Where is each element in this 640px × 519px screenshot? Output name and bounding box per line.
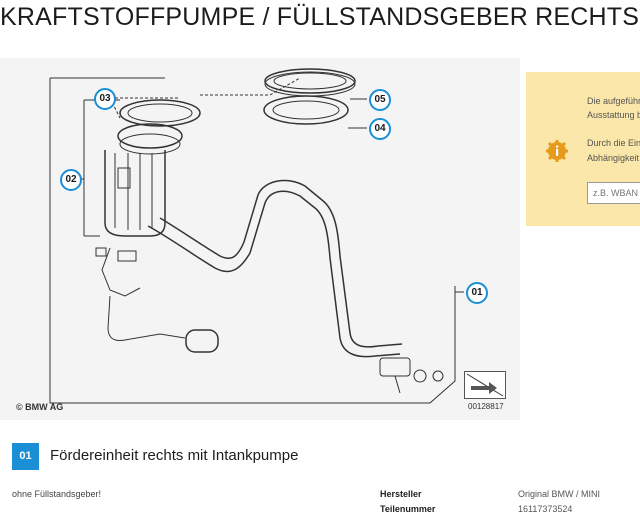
arrow-icon: [466, 373, 504, 397]
info-text-line2: Ausstattung b: [587, 110, 640, 120]
vin-info-panel: Die aufgeführ Ausstattung b Durch die Ei…: [526, 72, 640, 226]
info-text-line4: Abhängigkeit: [587, 153, 640, 163]
part-description: ohne Füllstandsgeber!: [12, 489, 102, 499]
callout-04[interactable]: 04: [369, 118, 391, 140]
info-text-line1: Die aufgeführ: [587, 96, 640, 106]
diagram-navigation-button[interactable]: [464, 371, 506, 399]
spec-label-part-number: Teilenummer: [380, 504, 436, 514]
part-title: Fördereinheit rechts mit Intankpumpe: [50, 447, 299, 464]
page-title: KRAFTSTOFFPUMPE / FÜLLSTANDSGEBER RECHTS: [0, 3, 640, 31]
info-gear-icon: [546, 140, 568, 162]
diagram-drawing: [49, 68, 464, 404]
callout-02[interactable]: 02: [60, 169, 82, 191]
spec-value-manufacturer: Original BMW / MINI: [518, 489, 601, 499]
copyright-label: © BMW AG: [16, 402, 64, 412]
callout-03[interactable]: 03: [94, 88, 116, 110]
parts-diagram: 03 02 05 04 01: [0, 58, 520, 420]
spec-value-part-number[interactable]: 16117373524: [518, 504, 573, 514]
callout-05[interactable]: 05: [369, 89, 391, 111]
part-number-badge: 01: [12, 443, 39, 470]
vin-input[interactable]: [587, 182, 640, 204]
callout-01[interactable]: 01: [466, 282, 488, 304]
info-text-line3: Durch die Ein: [587, 138, 640, 148]
spec-label-manufacturer: Hersteller: [380, 489, 422, 499]
diagram-id: 00128817: [468, 402, 504, 411]
